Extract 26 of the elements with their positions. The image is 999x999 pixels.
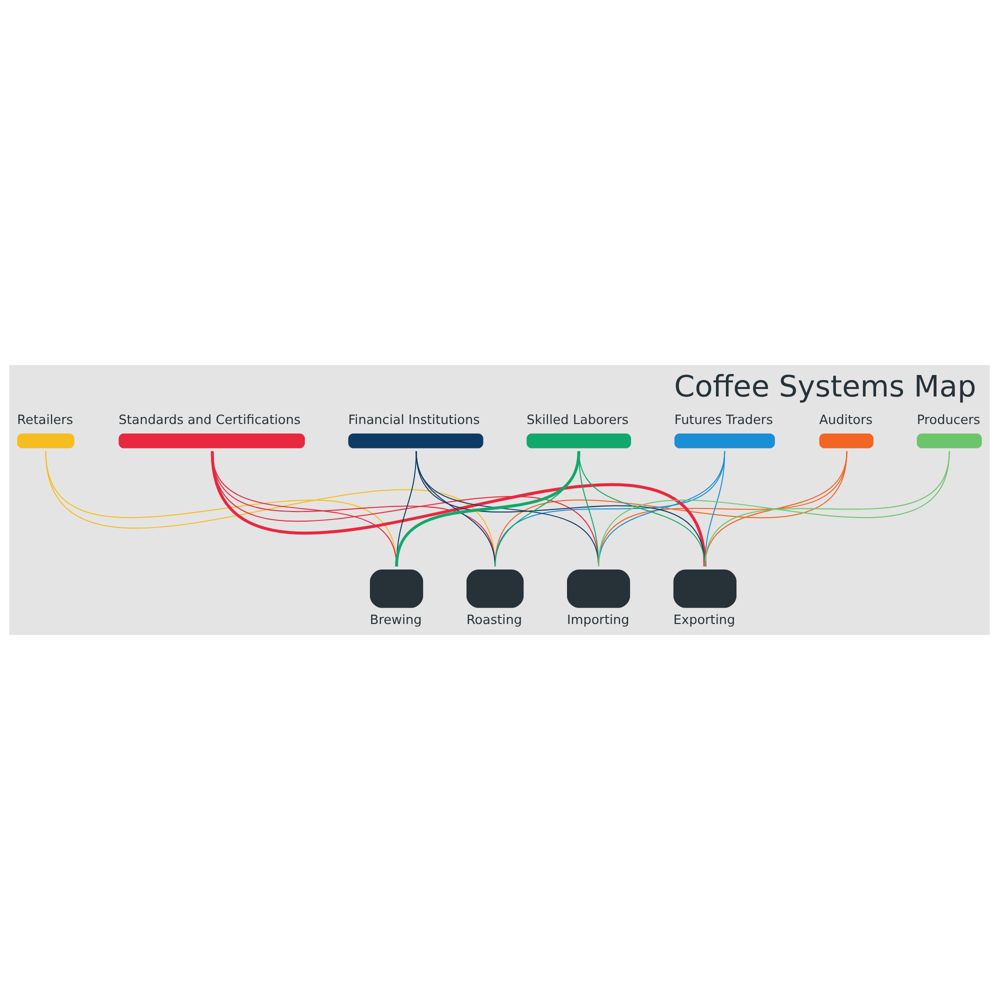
connector [416,450,706,566]
node-box [17,432,74,448]
node-label: Exporting [673,612,736,628]
node-label: Roasting [466,612,522,628]
connector [416,450,600,566]
node-label: Financial Institutions [348,412,480,428]
node-box [466,568,524,608]
node-label: Producers [916,412,980,428]
node-label: Auditors [819,412,873,428]
node-box [673,568,736,608]
node-box [916,432,982,448]
node-box [674,432,775,448]
node-box [118,432,305,448]
node-label: Brewing [370,612,422,628]
node-box [370,568,424,608]
node-box [567,568,630,608]
node-box [348,432,484,448]
diagram-title: Coffee Systems Map [674,369,976,404]
node-label: Skilled Laborers [526,412,629,428]
node-label: Futures Traders [674,412,773,428]
connector [494,450,580,566]
node-box [526,432,632,448]
node-label: Standards and Certifications [118,412,300,428]
node-label: Retailers [17,412,74,428]
node-box [819,432,874,448]
node-label: Importing [567,612,630,628]
